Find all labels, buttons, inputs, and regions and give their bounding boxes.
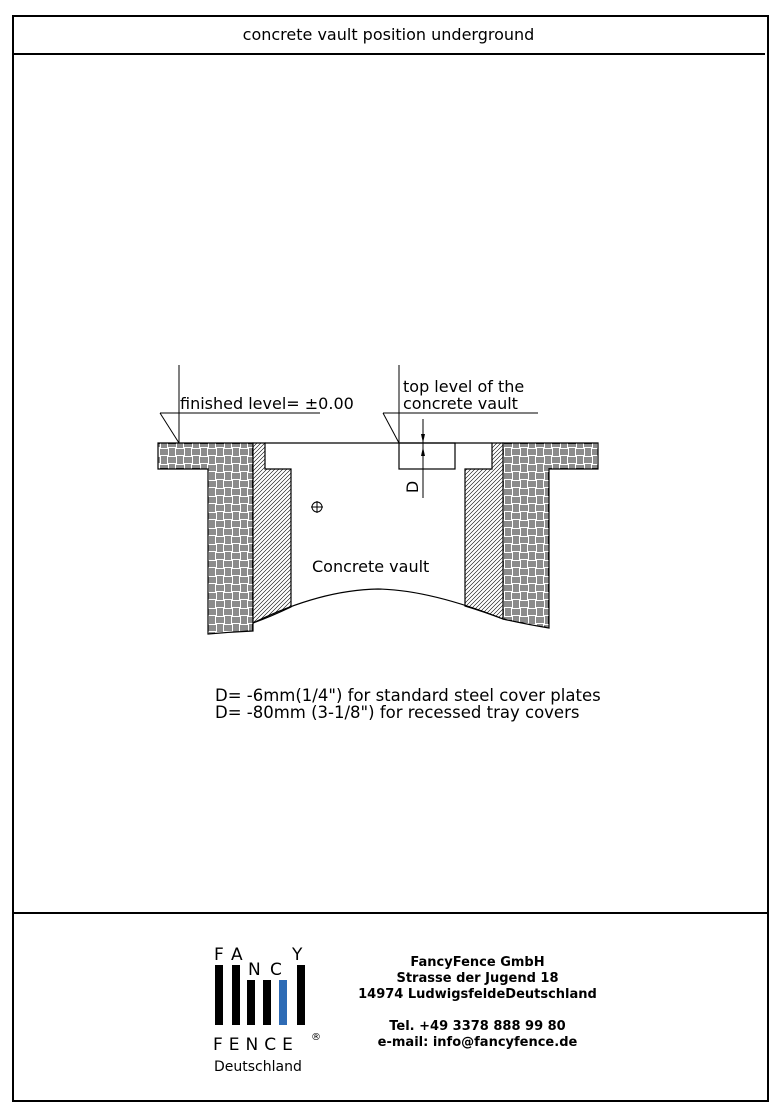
company-info: FancyFence GmbH Strasse der Jugend 18 14… <box>340 955 615 1051</box>
svg-text:FENCE: FENCE <box>213 1035 299 1055</box>
sheet-border <box>12 15 769 1102</box>
crosshair-icon <box>311 501 323 513</box>
svg-text:F: F <box>214 945 224 965</box>
svg-text:N: N <box>248 960 261 980</box>
dimension-arrow-up <box>421 447 425 456</box>
cover-recess <box>398 442 456 470</box>
vault-wall-left <box>252 442 292 624</box>
svg-text:Deutschland: Deutschland <box>214 1059 302 1075</box>
svg-text:®: ® <box>311 1032 321 1043</box>
svg-text:Y: Y <box>291 945 303 965</box>
soil-right <box>502 442 599 629</box>
sheet-title: concrete vault position underground <box>12 15 765 55</box>
finished-level-label: finished level= ±0.00 <box>180 394 354 413</box>
company-city: 14974 LudwigsfeldeDeutschland <box>358 987 597 1002</box>
company-email: e-mail: info@fancyfence.de <box>377 1035 578 1050</box>
note-tray-cover: D= -80mm (3-1/8") for recessed tray cove… <box>215 703 580 722</box>
company-street: Strasse der Jugend 18 <box>396 971 559 986</box>
top-level-label-1: top level of the <box>403 377 524 396</box>
soil-left <box>157 442 254 635</box>
vault-wall-right <box>464 442 504 620</box>
fancyfence-logo: F A N C Y FENCE ® Deutschland <box>213 945 321 1075</box>
company-phone: Tel. +49 3378 888 99 80 <box>389 1019 566 1034</box>
vault-label: Concrete vault <box>312 557 429 576</box>
svg-text:C: C <box>270 960 282 980</box>
dimension-label: D <box>403 481 422 493</box>
footer-divider <box>12 912 767 914</box>
note-steel-cover: D= -6mm(1/4") for standard steel cover p… <box>215 686 601 705</box>
dimension-notes: D= -6mm(1/4") for standard steel cover p… <box>215 687 601 721</box>
break-line <box>252 588 504 624</box>
dimension-arrow-down <box>421 434 425 443</box>
svg-text:A: A <box>231 945 243 965</box>
top-level-label-2: concrete vault <box>403 394 518 413</box>
company-name: FancyFence GmbH <box>410 955 545 970</box>
